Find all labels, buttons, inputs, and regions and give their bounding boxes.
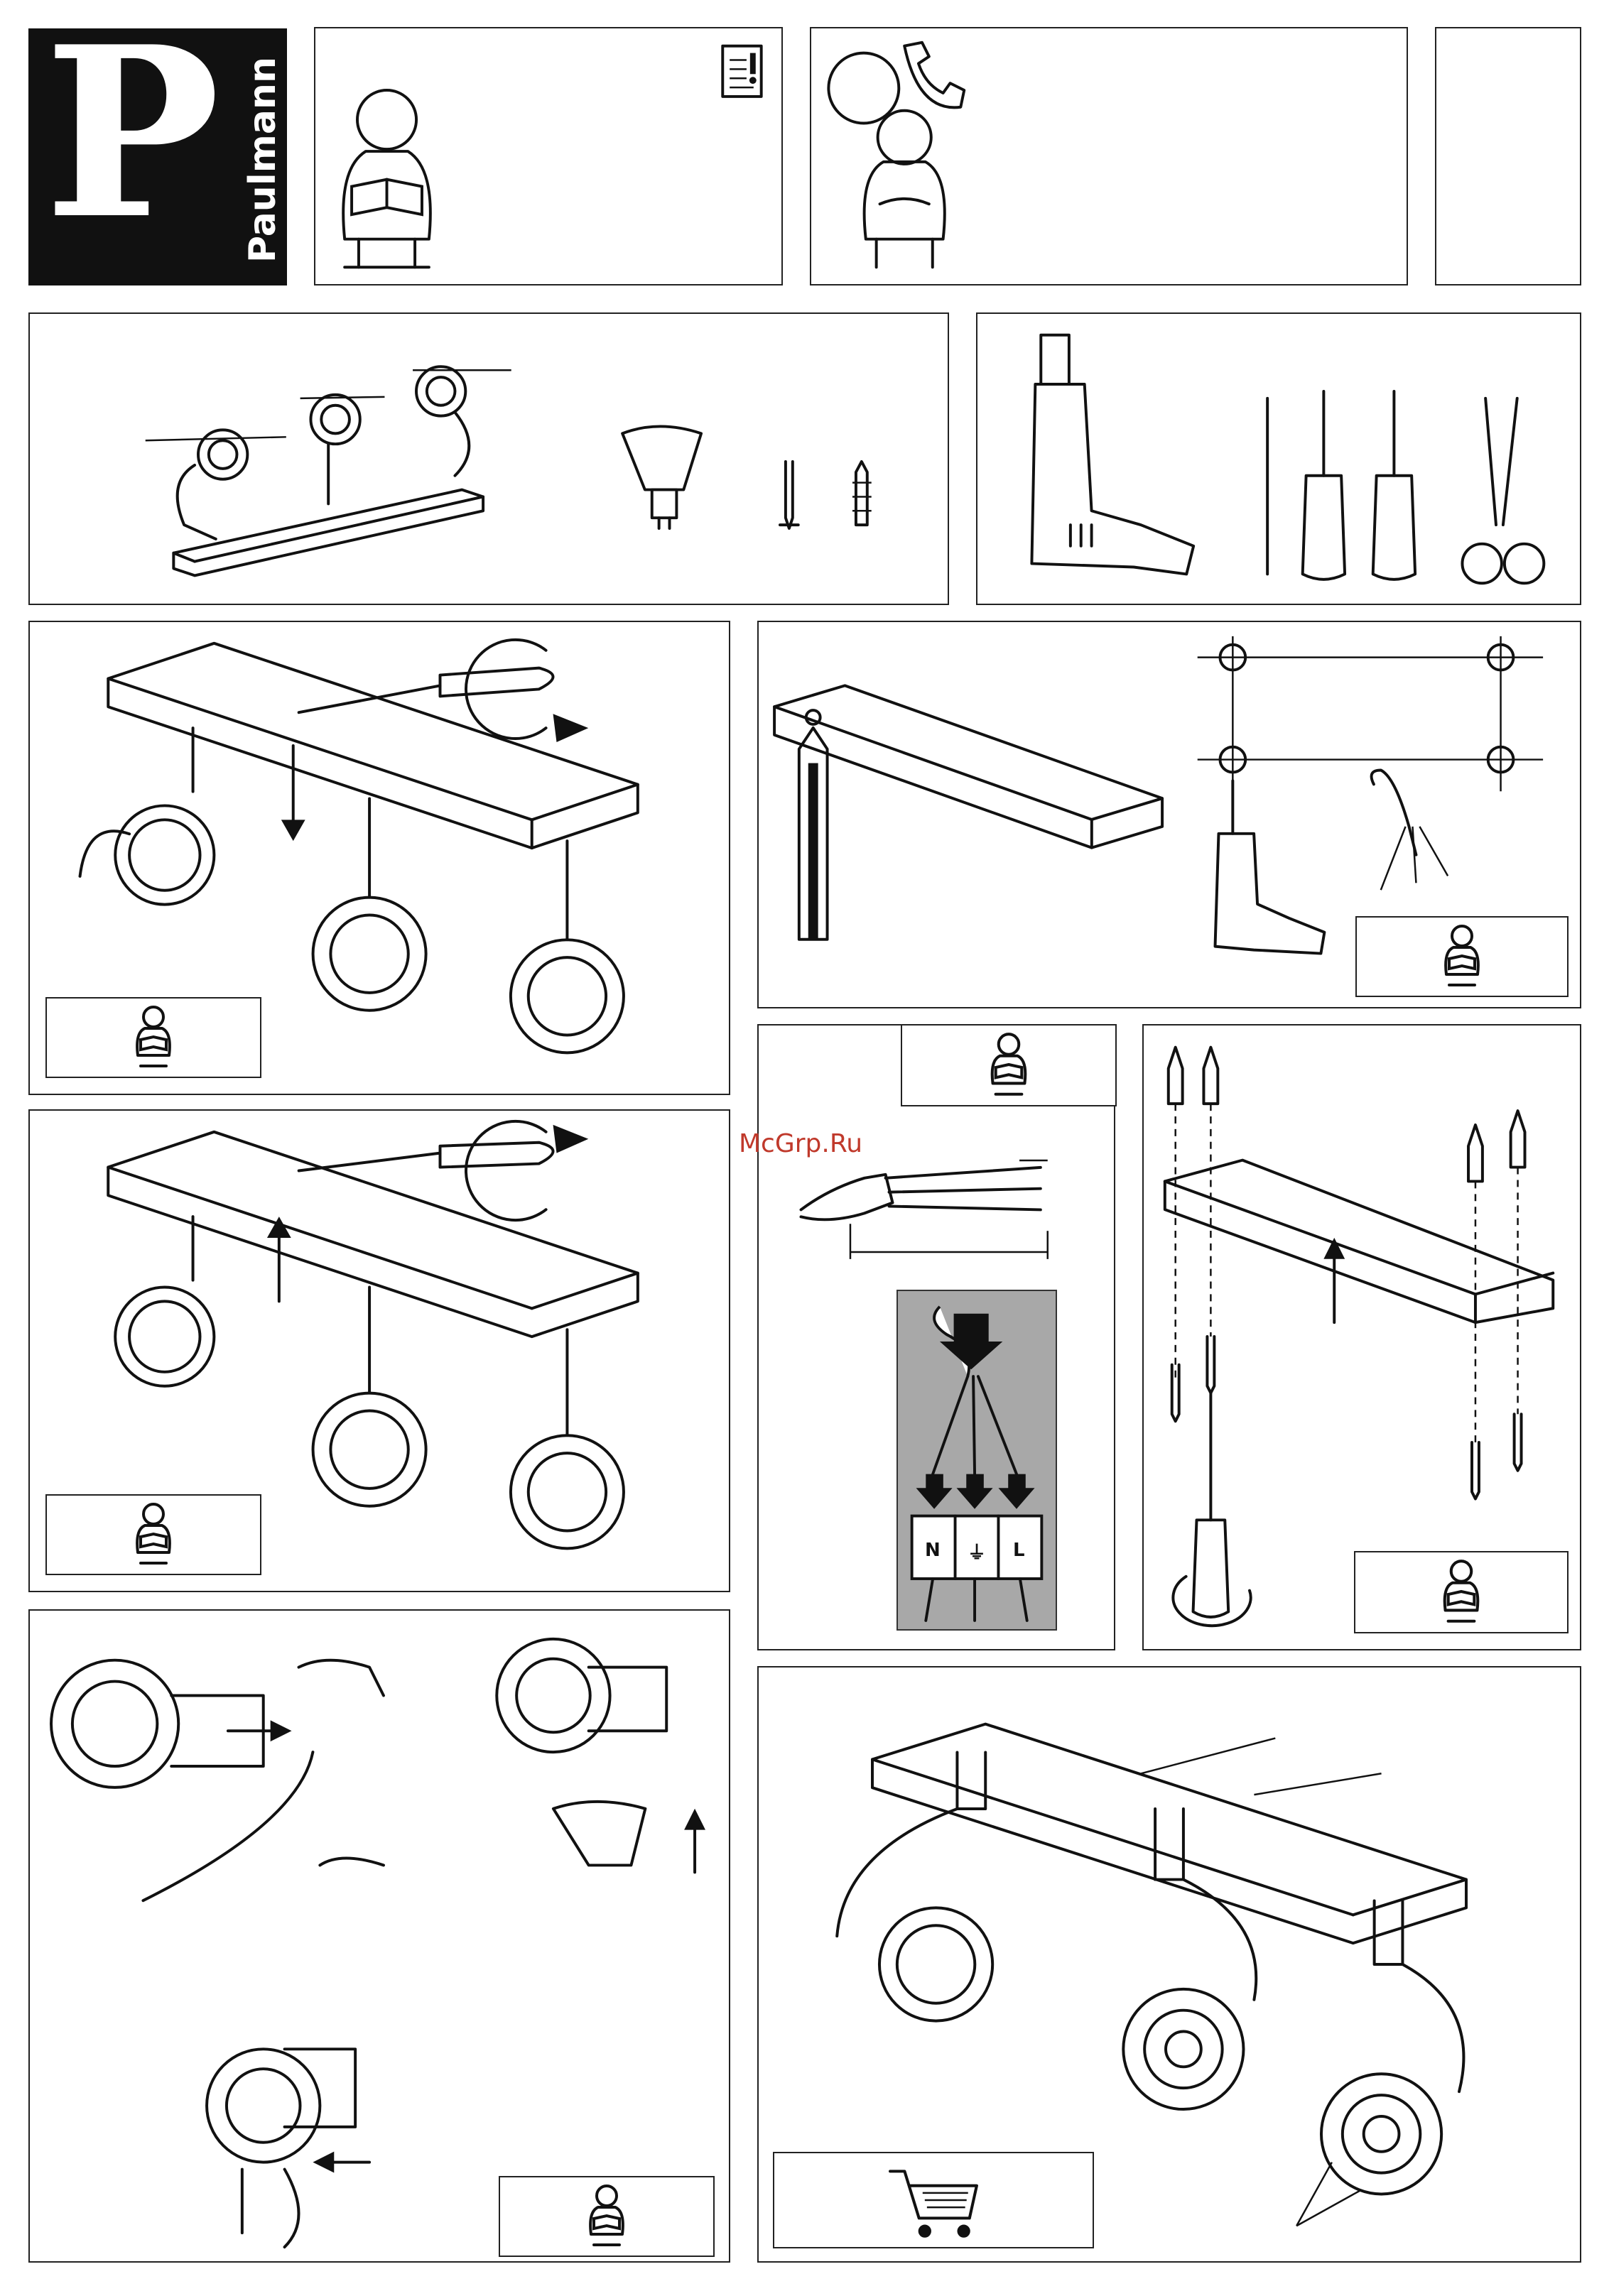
wall-plug-icon [1169, 1048, 1183, 1104]
panel-step-remove-canopy [28, 621, 730, 1095]
terminal-label-earth: ⏚ [968, 1538, 986, 1565]
logo-brand-name: Paulmann [242, 57, 284, 263]
paulmann-logo: P Paulmann [28, 28, 287, 285]
manual-reader-icon [47, 999, 260, 1077]
document-warning-icon [315, 28, 781, 284]
note-box-manual [45, 997, 261, 1078]
panel-blank-header [1435, 27, 1581, 285]
note-box-manual [1355, 916, 1569, 997]
screw-icon [1515, 1414, 1522, 1470]
globe-icon [828, 53, 899, 124]
manual-reader-icon [1357, 918, 1567, 996]
phone-icon [904, 43, 964, 108]
manual-reader-icon [1355, 1552, 1567, 1632]
watermark-text: McGrp.Ru [739, 1129, 862, 1158]
note-box-manual [1354, 1551, 1569, 1633]
wall-plug-icon [1203, 1048, 1218, 1104]
terminal-label-live: L [1013, 1540, 1025, 1561]
panel-step-mark-drill [757, 621, 1581, 1008]
terminal-label-neutral: N [925, 1540, 941, 1561]
panel-step-wiring: N ⏚ L [757, 1024, 1115, 1650]
panel-read-instructions [314, 27, 783, 285]
wiring-drawing [898, 1291, 1056, 1629]
panel-required-tools [976, 312, 1581, 605]
manual-reader-icon [500, 2177, 713, 2256]
wall-plug-icon [30, 314, 948, 604]
manual-reader-icon [47, 1496, 260, 1574]
shopping-cart-icon [774, 2153, 1093, 2247]
panel-package-contents [28, 312, 949, 605]
panel-final-assembly [757, 1666, 1581, 2263]
panel-step-attach-canopy [28, 1109, 730, 1592]
note-box-manual [45, 1494, 261, 1575]
screw-icon [1207, 1337, 1214, 1393]
note-box-manual [499, 2176, 715, 2257]
service-icons [811, 28, 1407, 284]
panel-customer-service [810, 27, 1408, 285]
terminal-block-diagram: N ⏚ L [896, 1290, 1057, 1631]
screw-icon [1472, 1442, 1479, 1498]
bulb-change-drawing [30, 1611, 729, 2261]
wall-plug-icon [1511, 1111, 1525, 1167]
note-box-spare-parts [773, 2152, 1094, 2248]
wall-plug-icon [1468, 1125, 1483, 1181]
panel-step-mount-bracket [1142, 1024, 1581, 1650]
logo-letter: P [44, 16, 220, 250]
scissors-icon [977, 314, 1580, 604]
panel-step-bulb-change [28, 1609, 730, 2263]
